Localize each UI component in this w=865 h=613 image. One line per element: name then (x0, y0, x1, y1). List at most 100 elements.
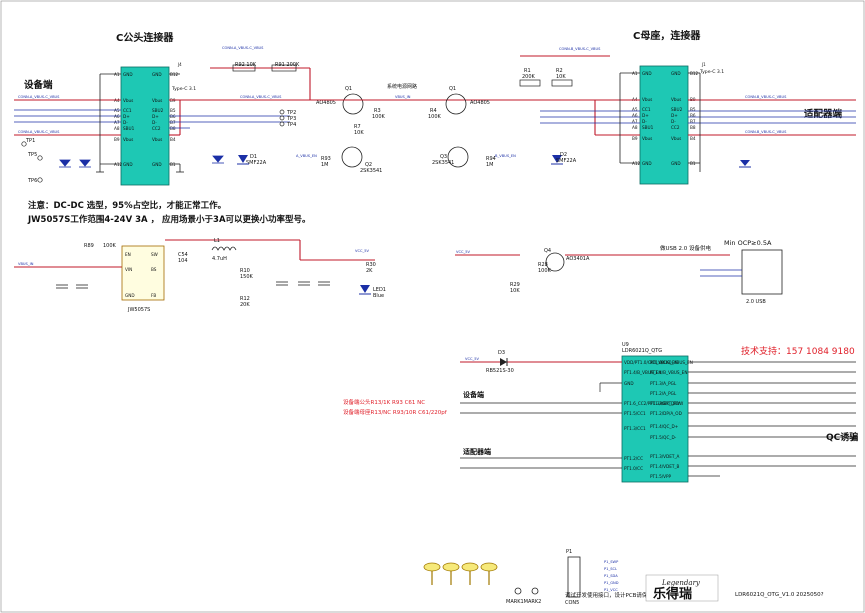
lc-pin-num: B6 (170, 114, 176, 119)
u9-pin: PT1.3/A_PGL (650, 381, 677, 386)
lc-pin-name: D- (152, 120, 157, 125)
title-device-side: 设备端 (24, 79, 53, 91)
r2-body (551, 79, 573, 87)
d3-part: RB521S-30 (486, 368, 514, 374)
right-connector-body (639, 65, 689, 185)
rc-pin-name: D- (671, 119, 676, 124)
q1b-part: AO4805 (470, 100, 490, 106)
u9-left-wires (460, 382, 622, 469)
net-vcc5v-u9: VCC_5V (465, 357, 480, 361)
tp3-label: TP3 (286, 116, 296, 122)
debug-pin: P1_VCC (604, 588, 618, 592)
r3-value: 100K (372, 114, 386, 120)
r1-value: 200K (522, 74, 536, 80)
r29-value: 10K (510, 288, 520, 294)
title-block: LDR6021Q_OTG_V1.0 2025050? (735, 592, 824, 598)
u9-right-pins: PT1.0/CK0_VBUS_EN PT1.4/B_VBUS_EN PT1.3/… (650, 360, 693, 479)
lc-pin-num: A5 (114, 108, 120, 113)
r93-label: R93 (321, 156, 331, 162)
c54-value: 104 (178, 258, 188, 264)
r7-label: R7 (354, 124, 361, 130)
qc-decoy-label: QC诱骗 (826, 431, 858, 443)
u9-pin: PT1.5/VPP (650, 474, 672, 479)
lc-pin-num: A8 (114, 126, 120, 131)
u9-pin: PT1.5/CC1 (624, 411, 646, 416)
usb-supply-note: 做USB 2.0 设备供电 (660, 244, 712, 252)
lc-pin-num: B12 (170, 72, 179, 77)
rc-pin-name: CC1 (642, 107, 651, 112)
tp6-label: TP6 (27, 178, 37, 184)
lc-pin-name: Vbus (152, 137, 162, 142)
net-vbus-left: CONN-A_VBUS-C_VBUS (240, 95, 282, 99)
screw-icon (461, 562, 479, 572)
rc-pin-num: B6 (690, 113, 696, 118)
r2-label: R2 (556, 68, 563, 74)
u9-pin: PT1.6_CC2/PT1.3/KEY_DEV (624, 401, 680, 406)
rc-pin-num: B12 (690, 71, 699, 76)
mark1-icon (514, 587, 522, 595)
title-adapter-side: 适配器端 (804, 108, 843, 120)
rc-pin-num: B7 (690, 119, 696, 124)
debug-note: 调试开发使用接口，设计PCB请保留 (565, 591, 653, 599)
rc-pin-num: B1 (690, 161, 696, 166)
rc-pin-num: B8 (690, 125, 696, 130)
r92-body (232, 64, 256, 72)
left-connector-gnd-wires (96, 73, 184, 173)
logo-box (645, 574, 719, 602)
left-connector-ref: J4 (177, 62, 182, 67)
rc-pin-name: GND (671, 161, 681, 166)
net-vbus-in-top: VBUS_IN (395, 95, 411, 99)
u9-pin: PT1.4/QC_D+ (650, 424, 679, 429)
rc-pin-name: SBU1 (642, 125, 654, 130)
u9-pin: PT1.0/CC (624, 466, 643, 471)
q2-label: Q2 (365, 162, 372, 168)
q4-label: Q4 (544, 248, 551, 254)
usb-data-wires (700, 269, 742, 277)
lc-pin-name: D+ (123, 114, 130, 119)
r1-label: R1 (524, 68, 531, 74)
q1-label: Q1 (345, 86, 352, 92)
u9-right-wires (688, 361, 856, 477)
left-connector-power-wires (14, 67, 311, 136)
lc-pin-num: B8 (170, 126, 176, 131)
r12-value: 20K (240, 302, 250, 308)
r10-value: 150K (240, 274, 254, 280)
lc-pin-num: B5 (170, 108, 176, 113)
debug-pin: P1_SWP (604, 560, 619, 564)
net-top-left: CONN-A_VBUS-C_VBUS (222, 46, 264, 50)
debug-port-ref: P1 (566, 549, 572, 555)
d1-label: D1 (250, 154, 257, 160)
rc-pin-name: Vbus (671, 136, 681, 141)
u9-pin: VDD/PT1.0/CK0_VBUS_EN (624, 360, 678, 365)
net-a-vbus-en: A_VBUS_EN (296, 154, 317, 158)
red-note-1: 设备端公头R13/1K R93 C61 NC (343, 398, 425, 406)
tp2-label: TP2 (286, 110, 296, 116)
rc-pin-name: D+ (642, 113, 649, 118)
q1-part: AO4805 (316, 100, 336, 106)
u9-pin: PT1.2/BRT_POW (650, 401, 683, 406)
tp-circle (279, 109, 285, 115)
tp-circle (37, 155, 43, 161)
tp-circle (21, 141, 27, 147)
tp-circle (279, 115, 285, 121)
q2-symbol (341, 146, 363, 168)
rc-pin-name: GND (642, 71, 652, 76)
u9-pin: PT1.2/CC (624, 456, 643, 461)
q3-label: Q3 (440, 154, 447, 160)
q1-symbol (342, 93, 364, 115)
r94-value: 1M (486, 162, 494, 168)
u9-body (621, 355, 689, 483)
rc-pin-num: A5 (632, 107, 638, 112)
u9-pin: PT1.0/CK0_VBUS_EN (650, 360, 693, 365)
rc-pin-num: A6 (632, 113, 638, 118)
title-c-female: C母座，连接器 (633, 29, 701, 42)
r10-label: R10 (240, 268, 250, 274)
screw-icon (442, 562, 460, 572)
mark2-icon (531, 587, 539, 595)
lc-pin-name: Vbus (123, 137, 133, 142)
rc-pin-num: B9 (632, 136, 638, 141)
net-b-vbus-en: B_VBUS_EN (495, 154, 516, 158)
r30-label: R30 (366, 262, 376, 268)
u9-pin: PT1.4/B_VBUS_EN (624, 370, 661, 375)
u9-pin: PT1.2/A_PGL (650, 391, 677, 396)
